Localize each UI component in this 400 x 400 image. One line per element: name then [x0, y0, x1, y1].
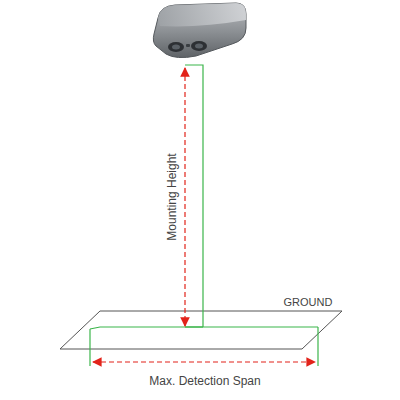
camera — [153, 3, 246, 58]
dimension-arrows — [93, 68, 315, 362]
ground-plane — [60, 311, 342, 349]
dimension-label: Max. Detection Span — [149, 374, 260, 388]
ground-label: GROUND — [284, 295, 333, 309]
dimension-label: Mounting Height — [165, 153, 179, 240]
detection-lines — [90, 65, 318, 366]
